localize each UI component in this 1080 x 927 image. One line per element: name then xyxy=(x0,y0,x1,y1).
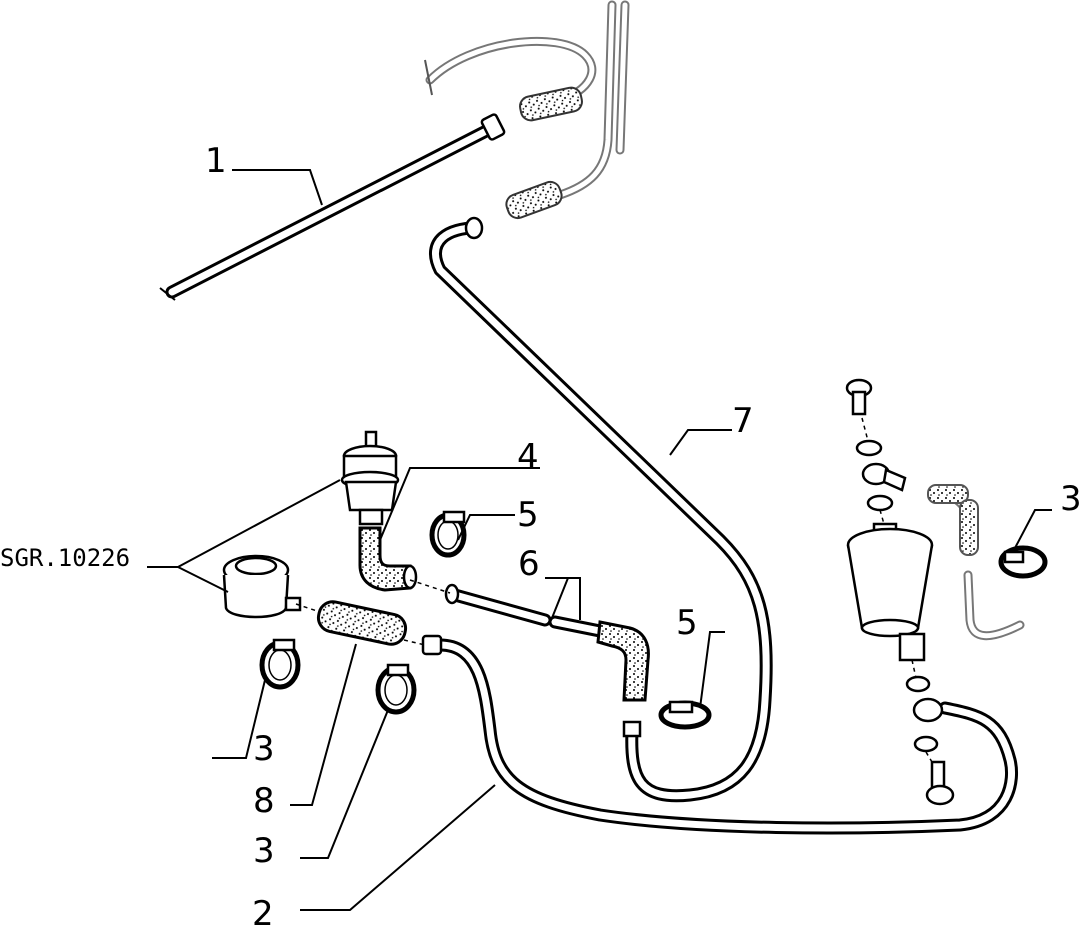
callout-3-lower: 3 xyxy=(253,831,275,871)
part-8-hose xyxy=(316,600,408,646)
callout-2: 2 xyxy=(252,894,274,927)
assembly-guides xyxy=(295,417,933,763)
part-7-return-pipe xyxy=(429,216,773,803)
callout-3-right: 3 xyxy=(1060,479,1080,519)
clamp-3-middle xyxy=(375,663,417,715)
clamp-3-left xyxy=(259,638,301,690)
part-2-feed-pipe xyxy=(421,634,1019,835)
callout-8: 8 xyxy=(253,781,275,821)
clamp-5-lower xyxy=(658,700,712,730)
clamp-5-upper xyxy=(429,510,467,558)
fuel-damper-lower xyxy=(222,554,302,619)
reference-code: SGR.10226 xyxy=(0,544,130,572)
callout-3-left: 3 xyxy=(253,729,275,769)
clamp-3-right xyxy=(998,545,1048,579)
leader-lines xyxy=(147,169,1052,911)
callout-1: 1 xyxy=(205,141,227,181)
part-6-joint xyxy=(444,583,650,702)
part-1-rigid-tube xyxy=(159,113,506,301)
callout-5-lower: 5 xyxy=(676,603,698,643)
callout-7: 7 xyxy=(732,401,754,441)
part-4-elbow-hose xyxy=(358,526,418,592)
context-lines xyxy=(424,0,1025,641)
context-hose-upper xyxy=(505,86,979,556)
callout-labels: 1 2 3 3 3 3 4 5 5 6 7 8 SGR.10226 xyxy=(0,141,1080,927)
callout-4: 4 xyxy=(517,437,539,477)
callout-6: 6 xyxy=(518,544,540,584)
callout-5-upper: 5 xyxy=(517,495,539,535)
fuel-filter-assembly xyxy=(845,378,955,806)
fuel-damper-upper xyxy=(340,430,400,526)
